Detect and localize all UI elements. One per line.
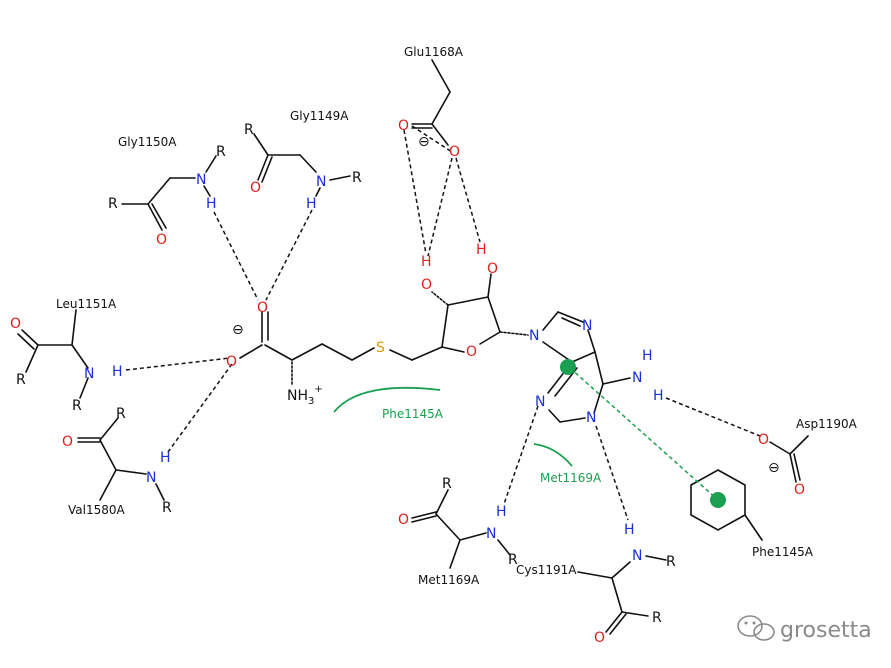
atom-h6b: H bbox=[653, 388, 664, 404]
label-glu1168: Glu1168A bbox=[404, 45, 464, 59]
nh3-subscript: 3 bbox=[308, 396, 314, 407]
label-met1169: Met1169A bbox=[418, 573, 480, 587]
atom-h-leu1151: H bbox=[112, 364, 123, 380]
label-val1580: Val1580A bbox=[68, 503, 126, 517]
atom-o-ribose-2: O bbox=[487, 261, 498, 277]
hydrophobic-contacts bbox=[333, 386, 573, 467]
atom-o-ribose-1: O bbox=[421, 277, 432, 293]
atom-r-val1580-2: R bbox=[162, 500, 172, 516]
atom-n7: N bbox=[582, 318, 592, 334]
atom-n-val1580: N bbox=[146, 470, 156, 486]
atom-o-lig-2: O bbox=[226, 354, 237, 370]
pi-centroid-phe bbox=[710, 492, 726, 508]
atom-o-ring: O bbox=[466, 344, 477, 360]
charges: ⊖ ⊖ ⊖ bbox=[232, 134, 780, 476]
atom-h-ribose-2: H bbox=[476, 242, 487, 258]
atom-o-gly1150: O bbox=[156, 232, 167, 248]
label-cys1191: Cys1191A bbox=[516, 563, 577, 577]
label-asp1190: Asp1190A bbox=[796, 417, 858, 431]
hydrophobic-arc-phe1145 bbox=[333, 386, 441, 413]
label-gly1150: Gly1150A bbox=[118, 135, 177, 149]
nh3-superscript: + bbox=[314, 384, 322, 395]
label-phe1145-hydrophobic: Phe1145A bbox=[382, 407, 444, 421]
atom-r-gly1150-2: R bbox=[216, 144, 226, 160]
watermark: grosetta bbox=[737, 615, 872, 643]
atom-r-val1580-1: R bbox=[116, 406, 126, 422]
label-met1169-hydrophobic: Met1169A bbox=[540, 471, 602, 485]
atom-h-val1580: H bbox=[160, 450, 171, 466]
atom-o-glu-1: O bbox=[398, 118, 409, 134]
residue-labels: Glu1168A Gly1150A Gly1149A Leu1151A Val1… bbox=[56, 45, 858, 587]
charge-ligand: ⊖ bbox=[232, 322, 244, 338]
atom-r-cys1191-1: R bbox=[666, 554, 676, 570]
label-phe1145-pi: Phe1145A bbox=[752, 545, 814, 559]
atom-n-gly1149: N bbox=[316, 174, 326, 190]
atom-n6: N bbox=[632, 370, 642, 386]
atom-r-leu1151-2: R bbox=[72, 398, 82, 414]
atom-n3: N bbox=[535, 394, 545, 410]
atom-o-met1169: O bbox=[398, 512, 409, 528]
atom-n-met1169: N bbox=[486, 526, 496, 542]
charge-asp1190: ⊖ bbox=[768, 460, 780, 476]
atom-n-gly1150: N bbox=[196, 172, 206, 188]
label-leu1151: Leu1151A bbox=[56, 297, 117, 311]
charge-glu1168: ⊖ bbox=[418, 134, 430, 150]
atom-o-cys1191: O bbox=[594, 630, 605, 646]
atom-n1: N bbox=[586, 410, 596, 426]
atom-s: S bbox=[376, 340, 385, 356]
hydrophobic-arc-met1169 bbox=[533, 443, 573, 467]
atom-r-leu1151-1: R bbox=[16, 372, 26, 388]
atom-h-gly1150: H bbox=[206, 196, 217, 212]
atom-r-gly1149-2: R bbox=[352, 170, 362, 186]
nh3-label: NH bbox=[287, 388, 308, 404]
label-gly1149: Gly1149A bbox=[290, 109, 349, 123]
wechat-icon bbox=[737, 615, 775, 641]
residue-bonds bbox=[17, 59, 809, 635]
atom-o-gly1149: O bbox=[250, 180, 261, 196]
atom-h-met1169: H bbox=[496, 504, 507, 520]
atom-r-gly1149-1: R bbox=[244, 122, 254, 138]
atom-h-cys1191: H bbox=[624, 522, 635, 538]
atom-h6a: H bbox=[642, 348, 653, 364]
atom-o-lig-1: O bbox=[257, 300, 268, 316]
atom-n-cys1191: N bbox=[632, 548, 642, 564]
atom-h-ribose-1: H bbox=[421, 254, 432, 270]
atom-n-leu1151: N bbox=[84, 366, 94, 382]
pi-centroid-adenine bbox=[560, 359, 576, 375]
atom-o-asp1190-1: O bbox=[758, 432, 769, 448]
atom-o-leu1151: O bbox=[10, 316, 21, 332]
atom-o-glu-2: O bbox=[449, 144, 460, 160]
atom-r-gly1150-1: R bbox=[108, 196, 118, 212]
atom-nh3: NH3+ bbox=[287, 384, 323, 407]
atom-h-gly1149: H bbox=[306, 196, 317, 212]
atom-o-val1580: O bbox=[62, 434, 73, 450]
hydrogen-bonds bbox=[125, 125, 761, 521]
atom-r-cys1191-2: R bbox=[652, 610, 662, 626]
pi-stacking bbox=[560, 359, 726, 508]
watermark-text: grosetta bbox=[780, 618, 872, 643]
atom-o-asp1190-2: O bbox=[794, 482, 805, 498]
atom-labels: O O H O H O O S N N N N N H H O O NH3+ R… bbox=[10, 118, 805, 646]
atom-r-met1169-2: R bbox=[508, 552, 518, 568]
atom-n9: N bbox=[529, 328, 539, 344]
atom-r-met1169-1: R bbox=[442, 476, 452, 492]
